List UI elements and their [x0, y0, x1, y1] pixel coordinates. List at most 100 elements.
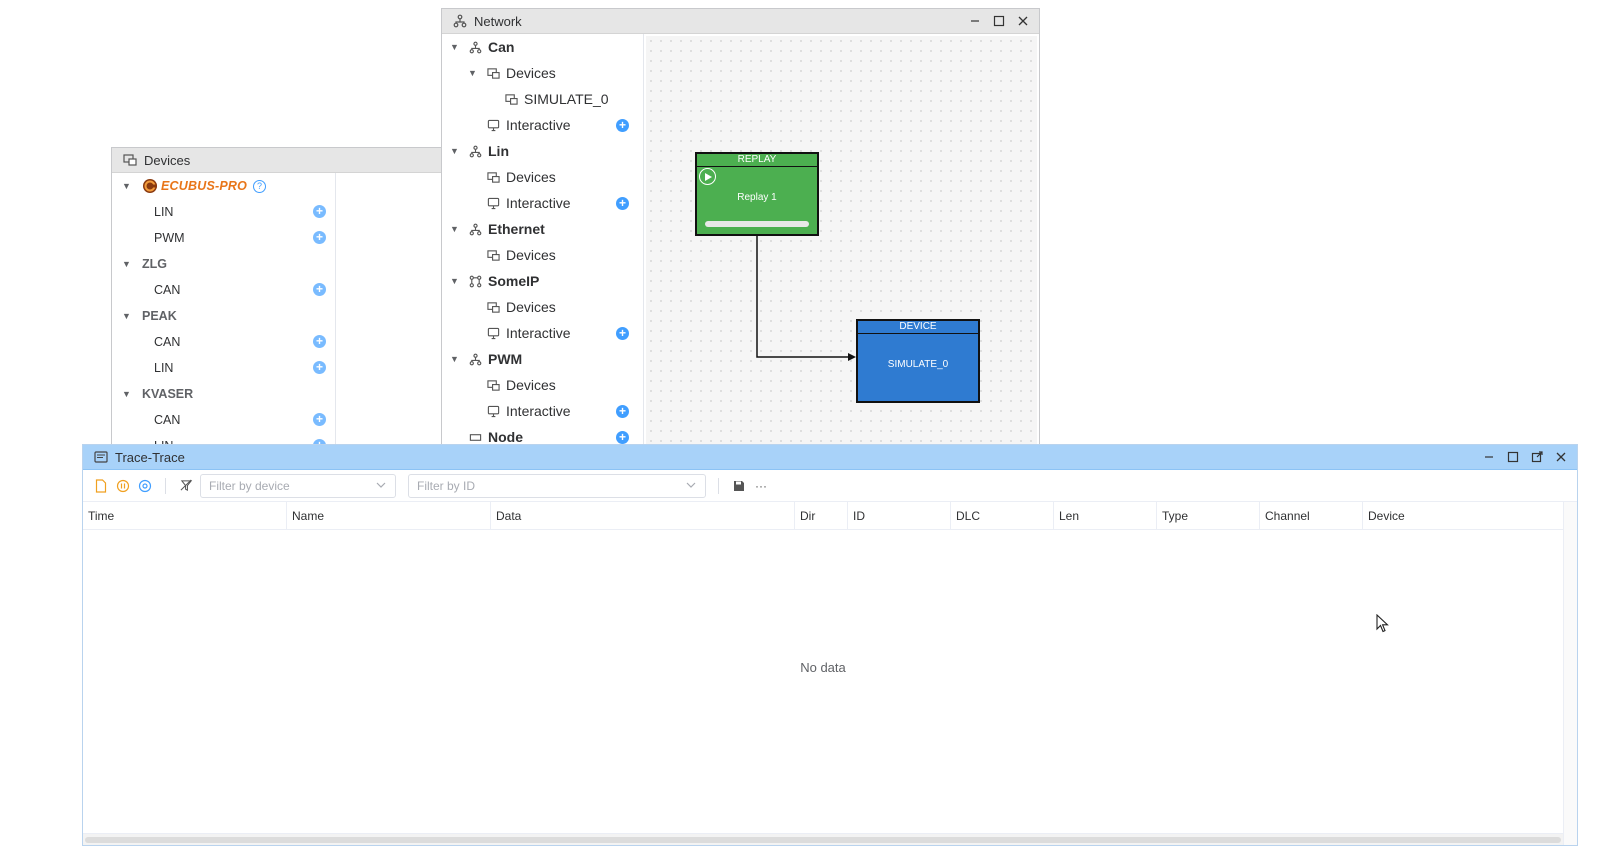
network-title-bar[interactable]: Network: [442, 9, 1039, 34]
column-header-dir[interactable]: Dir: [795, 502, 848, 530]
device-item-lin[interactable]: LIN +: [112, 199, 335, 225]
node-label: Replay 1: [697, 192, 817, 203]
network-item-pwm-interactive[interactable]: Interactive +: [442, 398, 643, 424]
network-label: PWM: [488, 351, 522, 367]
column-header-type[interactable]: Type: [1157, 502, 1260, 530]
caret-down-icon[interactable]: ▼: [122, 311, 134, 321]
column-header-id[interactable]: ID: [848, 502, 951, 530]
node-label: SIMULATE_0: [858, 359, 978, 370]
devices-tree: ▼ ECUBUS-PRO ? LIN + PWM + ▼ ZLG CAN: [112, 173, 336, 447]
add-device-icon[interactable]: +: [313, 283, 326, 296]
column-header-device[interactable]: Device: [1363, 502, 1563, 530]
bus-icon: [468, 40, 482, 54]
devices-window: Devices ▼ ECUBUS-PRO ? LIN + PWM + ▼ ZL: [111, 147, 449, 447]
network-item-can[interactable]: ▼ Can: [442, 34, 643, 60]
network-item-lin-interactive[interactable]: Interactive +: [442, 190, 643, 216]
bus-icon: [468, 222, 482, 236]
add-node-icon[interactable]: +: [616, 431, 629, 444]
network-item-can-interactive[interactable]: Interactive +: [442, 112, 643, 138]
add-interactive-icon[interactable]: +: [616, 327, 629, 340]
tree-item-kvaser[interactable]: ▼ KVASER: [112, 381, 335, 407]
device-label: CAN: [154, 335, 180, 349]
device-filter-select[interactable]: Filter by device: [200, 474, 396, 498]
add-device-icon[interactable]: +: [313, 231, 326, 244]
network-item-ethernet[interactable]: ▼ Ethernet: [442, 216, 643, 242]
network-label: Devices: [506, 65, 556, 81]
column-header-dlc[interactable]: DLC: [951, 502, 1054, 530]
devices-title-bar[interactable]: Devices: [112, 148, 448, 173]
devices-icon: [122, 152, 138, 168]
filter-off-icon[interactable]: [178, 478, 194, 494]
column-header-data[interactable]: Data: [491, 502, 795, 530]
column-header-len[interactable]: Len: [1054, 502, 1157, 530]
minimize-icon[interactable]: [1479, 447, 1499, 467]
devices-icon: [486, 300, 500, 314]
trace-title-bar[interactable]: Trace-Trace: [83, 445, 1577, 470]
device-item-can[interactable]: CAN +: [112, 277, 335, 303]
column-header-time[interactable]: Time: [83, 502, 287, 530]
column-header-channel[interactable]: Channel: [1260, 502, 1363, 530]
add-interactive-icon[interactable]: +: [616, 405, 629, 418]
vendor-label: ZLG: [142, 257, 167, 271]
play-icon[interactable]: [699, 168, 716, 185]
pop-out-icon[interactable]: [1527, 447, 1547, 467]
caret-down-icon[interactable]: ▼: [122, 389, 134, 399]
devices-icon: [486, 66, 500, 80]
network-item-someip[interactable]: ▼ SomeIP: [442, 268, 643, 294]
caret-down-icon[interactable]: ▼: [468, 68, 478, 78]
network-item-can-devices[interactable]: ▼ Devices: [442, 60, 643, 86]
horizontal-scrollbar[interactable]: [83, 833, 1563, 845]
network-item-lin[interactable]: ▼ Lin: [442, 138, 643, 164]
devices-icon: [486, 378, 500, 392]
network-item-simulate-0[interactable]: SIMULATE_0: [442, 86, 643, 112]
network-item-ethernet-devices[interactable]: Devices: [442, 242, 643, 268]
caret-down-icon[interactable]: ▼: [122, 181, 134, 191]
add-device-icon[interactable]: +: [313, 335, 326, 348]
close-icon[interactable]: [1551, 447, 1571, 467]
add-device-icon[interactable]: +: [313, 413, 326, 426]
help-icon[interactable]: ?: [253, 180, 266, 193]
caret-down-icon[interactable]: ▼: [450, 146, 460, 156]
close-icon[interactable]: [1013, 11, 1033, 31]
add-interactive-icon[interactable]: +: [616, 197, 629, 210]
caret-down-icon[interactable]: ▼: [450, 354, 460, 364]
device-item-lin[interactable]: LIN +: [112, 355, 335, 381]
network-item-pwm[interactable]: ▼ PWM: [442, 346, 643, 372]
network-label: Interactive: [506, 195, 571, 211]
id-filter-select[interactable]: Filter by ID: [408, 474, 706, 498]
column-header-name[interactable]: Name: [287, 502, 491, 530]
scrollbar-thumb[interactable]: [85, 837, 1561, 843]
network-item-someip-devices[interactable]: Devices: [442, 294, 643, 320]
network-item-lin-devices[interactable]: Devices: [442, 164, 643, 190]
device-node[interactable]: DEVICE SIMULATE_0: [856, 319, 980, 403]
device-item-pwm[interactable]: PWM +: [112, 225, 335, 251]
pause-icon[interactable]: [115, 478, 131, 494]
caret-down-icon[interactable]: ▼: [450, 276, 460, 286]
caret-down-icon[interactable]: ▼: [450, 224, 460, 234]
network-item-someip-interactive[interactable]: Interactive +: [442, 320, 643, 346]
caret-down-icon[interactable]: ▼: [450, 42, 460, 52]
tree-item-ecubus-pro[interactable]: ▼ ECUBUS-PRO ?: [112, 173, 335, 199]
network-item-pwm-devices[interactable]: Devices: [442, 372, 643, 398]
tree-item-peak[interactable]: ▼ PEAK: [112, 303, 335, 329]
caret-down-icon[interactable]: ▼: [122, 259, 134, 269]
vertical-scrollbar[interactable]: [1563, 502, 1577, 845]
device-item-can[interactable]: CAN +: [112, 407, 335, 433]
maximize-icon[interactable]: [1503, 447, 1523, 467]
save-icon[interactable]: [731, 478, 747, 494]
clear-file-icon[interactable]: [93, 478, 109, 494]
add-interactive-icon[interactable]: +: [616, 119, 629, 132]
add-device-icon[interactable]: +: [313, 361, 326, 374]
maximize-icon[interactable]: [989, 11, 1009, 31]
more-icon[interactable]: ···: [753, 478, 769, 494]
network-canvas[interactable]: REPLAY Replay 1 DEVICE SIMULATE_0: [646, 36, 1037, 448]
interactive-icon: [486, 196, 500, 210]
device-item-can[interactable]: CAN +: [112, 329, 335, 355]
chevron-down-icon: [375, 479, 387, 494]
minimize-icon[interactable]: [965, 11, 985, 31]
tree-item-zlg[interactable]: ▼ ZLG: [112, 251, 335, 277]
replay-node[interactable]: REPLAY Replay 1: [695, 152, 819, 236]
auto-scroll-icon[interactable]: [137, 478, 153, 494]
add-device-icon[interactable]: +: [313, 205, 326, 218]
network-label: Devices: [506, 299, 556, 315]
